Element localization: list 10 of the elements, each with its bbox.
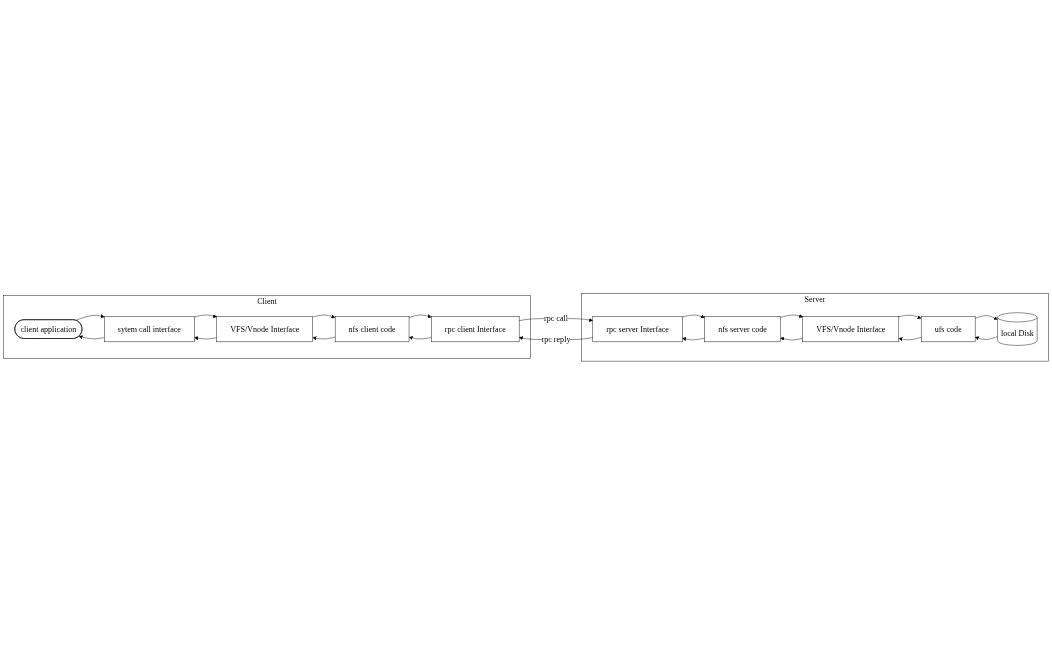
node-box: VFS/Vnode Interface bbox=[216, 316, 313, 343]
edge-label: rpc call bbox=[544, 314, 568, 323]
node-box: VFS/Vnode Interface bbox=[802, 316, 900, 343]
node-box: rpc client Interface bbox=[431, 316, 520, 343]
node-box: sytem call interface bbox=[104, 316, 195, 343]
node-box: nfs client code bbox=[334, 316, 410, 343]
node-box: rpc server Interface bbox=[592, 316, 683, 343]
node-box: nfs server code bbox=[704, 316, 781, 343]
edge-label: rpc reply bbox=[541, 335, 571, 344]
node-box: ufs code bbox=[920, 316, 976, 343]
